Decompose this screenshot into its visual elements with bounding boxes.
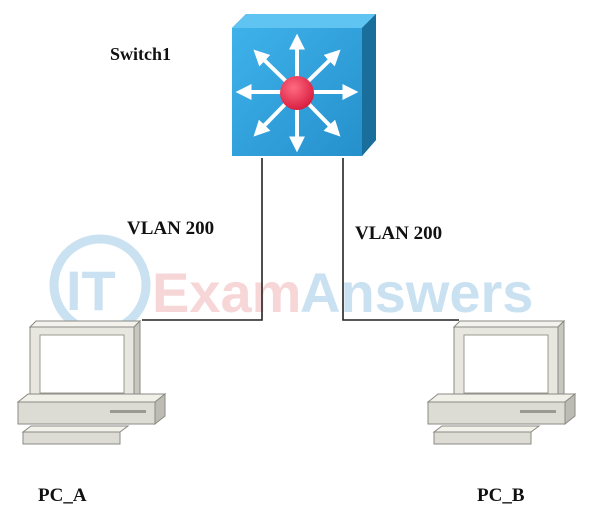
desktop-pc-icon-a — [16, 319, 167, 445]
host-label-pc-a: PC_A — [38, 485, 87, 506]
link-label-pc-a: VLAN 200 — [127, 218, 215, 239]
watermark-exam: Exam — [152, 261, 301, 324]
switch-label: Switch1 — [110, 44, 172, 64]
watermark-it: IT — [66, 259, 116, 322]
link-label-pc-b: VLAN 200 — [355, 223, 443, 244]
links — [142, 158, 459, 321]
link-switch-pc-a — [142, 158, 263, 321]
host-label-pc-b: PC_B — [477, 485, 525, 506]
desktop-pc-icon-b — [426, 319, 577, 445]
link-switch-pc-b — [342, 158, 459, 321]
watermark-answers: Answers — [300, 261, 533, 324]
layer3-switch-icon — [232, 14, 376, 156]
switch-center-icon — [280, 76, 314, 110]
